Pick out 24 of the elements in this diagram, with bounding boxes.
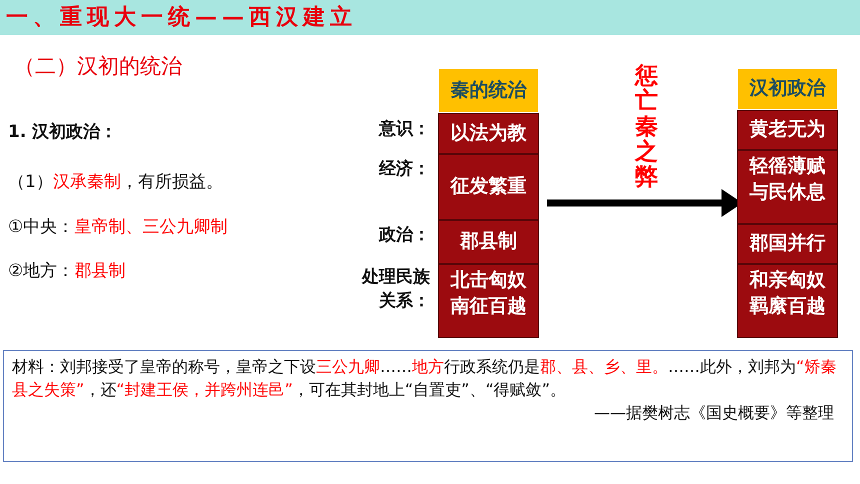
table-cell: 郡县制	[438, 220, 539, 264]
row-label: 意识：	[378, 118, 430, 141]
quote-text: 材料：刘邦接受了皇帝的称号，皇帝之下设三公九卿……地方行政系统仍是郡、县、乡、里。……此外，刘邦为“矫秦县之失策”，还“封建王侯，并跨州连邑”，可在其封地上“自置吏”、“得赋敛”。	[12, 356, 838, 402]
table-cell: 郡国并行	[737, 224, 838, 264]
section-title: 一、重现大一统——西汉建立	[0, 0, 860, 35]
row-label: 经济：	[378, 158, 430, 181]
material-box	[3, 350, 853, 462]
row-label: 政治：	[378, 224, 430, 247]
outline-text: 1. 汉初政治：	[8, 121, 118, 143]
outline-text: ②地方：郡县制	[8, 260, 126, 282]
column-header: 秦的统治	[438, 68, 539, 113]
outline-text: （1）汉承秦制，有所损益。	[8, 171, 223, 193]
table-cell: 轻徭薄赋与民休息	[737, 150, 838, 224]
subheading: （二）汉初的统治	[14, 53, 182, 80]
table-cell: 黄老无为	[737, 110, 838, 150]
source-citation: ——据樊树志《国史概要》等整理	[593, 402, 835, 424]
table-cell: 以法为教	[438, 113, 539, 154]
table-cell: 征发繁重	[438, 154, 539, 220]
row-label: 处理民族关系：	[360, 266, 430, 313]
table-cell: 北击匈奴南征百越	[438, 264, 539, 338]
outline-text: ①中央：皇帝制、三公九卿制	[8, 216, 228, 238]
column-header: 汉初政治	[737, 68, 838, 110]
table-cell: 和亲匈奴羁縻百越	[737, 264, 838, 338]
edge-label: 惩亡秦之弊	[635, 64, 658, 190]
